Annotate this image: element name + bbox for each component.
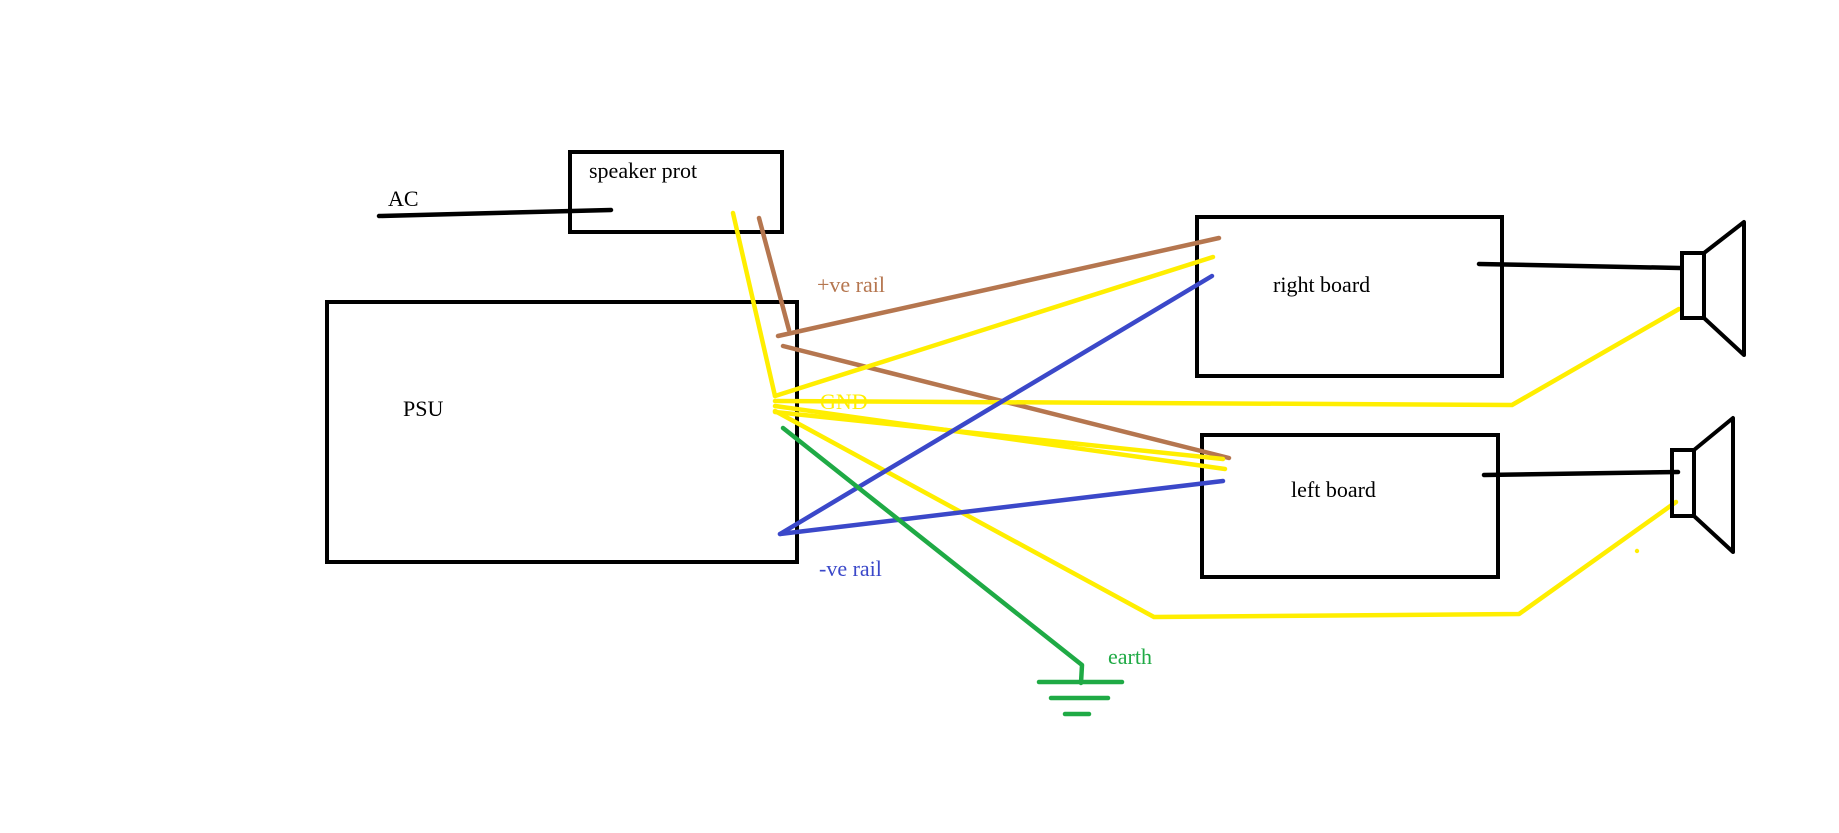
right-board-box [1195,215,1504,378]
speaker-prot-label: speaker prot [589,158,697,183]
gnd-dot [1634,548,1640,554]
positive-rail-wire-right [775,235,1222,339]
gnd-label: GND [820,389,868,414]
positive-rail-label: +ve rail [817,272,885,297]
negative-rail-wires [777,273,1226,537]
right-speaker-icon [1680,220,1746,357]
negative-rail-wire-right [777,273,1215,537]
right-board-label: right board [1273,272,1370,297]
negative-rail-wire-left [777,478,1226,537]
gnd-wire-left-board-2 [772,409,1226,462]
negative-rail-label: -ve rail [819,556,882,581]
earth-wire [780,425,1085,686]
positive-rail-wires [756,215,1232,461]
speaker-protection-box [568,150,784,234]
ac-label: AC [388,186,419,211]
positive-rail-wire-prot [756,215,792,333]
psu-label: PSU [403,396,443,421]
gnd-wire-right-board [772,254,1216,399]
psu-box [325,300,799,564]
left-board-label: left board [1291,477,1376,502]
gnd-wire-prot [730,210,778,399]
left-board-box [1200,433,1500,579]
right-board-speaker-wire [1476,261,1683,271]
earth-label: earth [1108,644,1152,669]
left-board-speaker-wire [1481,469,1681,478]
gnd-wire-right-speaker [772,306,1682,408]
left-speaker-icon [1670,416,1735,554]
earth-ground-icon [1036,679,1125,717]
ac-wire [376,207,614,219]
gnd-wire-left-speaker [772,408,1679,620]
